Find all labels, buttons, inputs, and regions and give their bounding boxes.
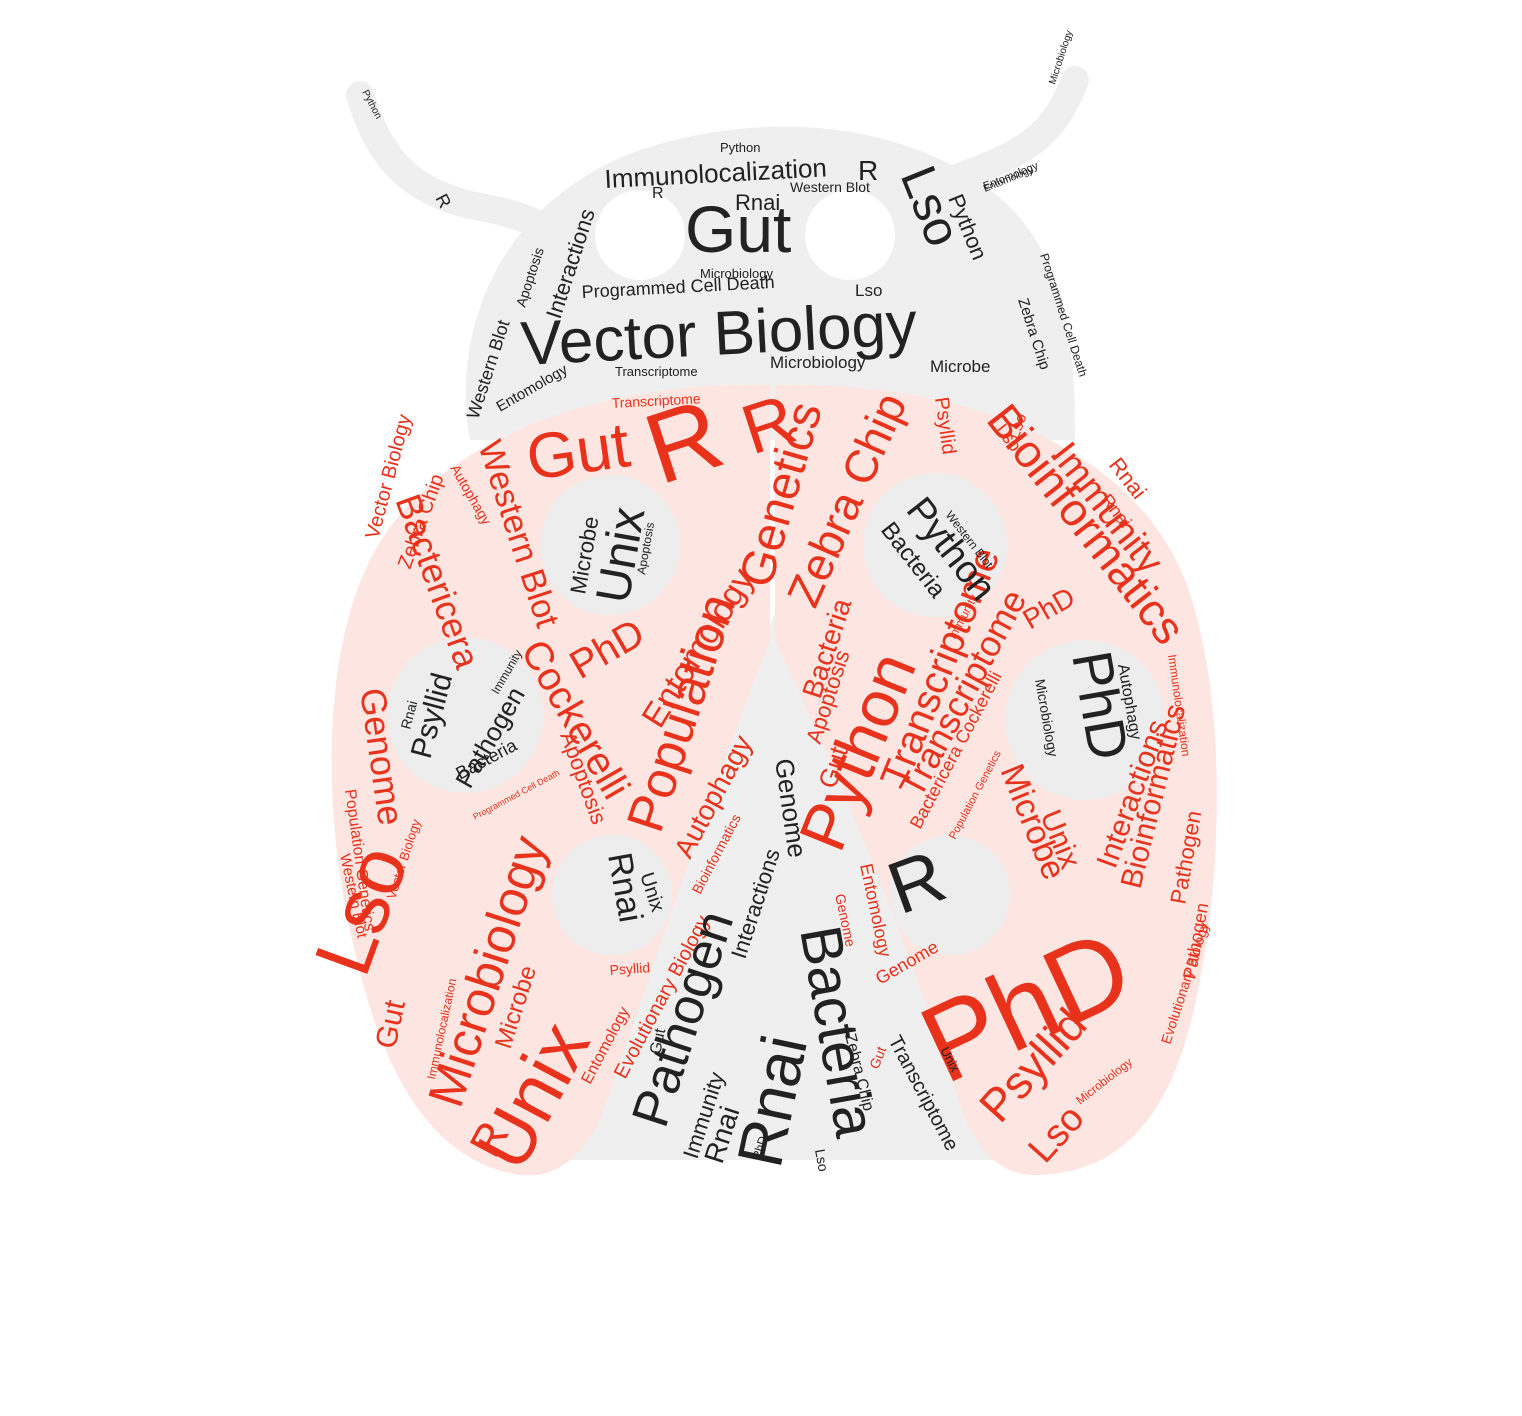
word: Python [720,140,760,155]
word: Rnai [735,190,780,215]
word: Microbiology [700,266,773,281]
word: Lso [812,1148,832,1173]
word: Microbe [930,357,990,376]
word: PhD [750,1134,771,1161]
spot-4 [1005,640,1165,800]
word: Gut [685,192,791,266]
word: Gut [866,1044,889,1071]
left-antenna [346,81,574,254]
spot-3 [387,637,543,793]
word: Gut [647,1027,669,1056]
spot-5 [552,835,672,955]
word: Psyllid [609,959,650,978]
word: R [858,155,878,186]
spot-2 [863,473,1007,617]
spot-6 [890,835,1010,955]
spot-1 [540,475,680,615]
word: Transcriptome [615,364,698,379]
word: Lso [855,281,882,300]
right-eye [805,190,895,280]
word: Gut [522,408,634,494]
word: Transcriptome [611,390,701,411]
word: Microbiology [770,353,866,372]
word: Western Blot [790,179,870,195]
word: Rnai [397,699,420,731]
word: R [652,185,664,202]
ladybug-silhouette [331,66,1217,1176]
left-eye [595,190,685,280]
ladybug-underbody [560,600,1010,1160]
